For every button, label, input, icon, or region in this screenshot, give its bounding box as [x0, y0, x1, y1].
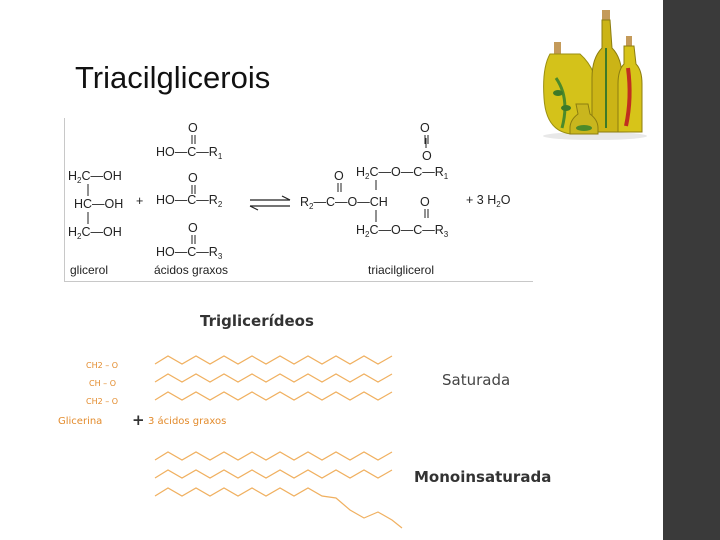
triacylglycerol-structure: O O H2C—O—C—R1 O R2—C—O—CH O H2C—O—C—R3: [300, 121, 449, 239]
caption-acidos-graxos: ácidos graxos: [154, 263, 228, 277]
plus-sign: +: [136, 194, 143, 208]
glicerina-line: Glicerina + 3 ácidos graxos: [58, 411, 226, 429]
svg-text:H2C—OH: H2C—OH: [68, 169, 122, 185]
triglycerides-diagram: Triglicerídeos CH2 – O CH – O CH2 – O Sa…: [58, 312, 551, 529]
svg-text:HO—C—R1: HO—C—R1: [156, 145, 223, 161]
esterification-reaction: H2C—OH HC—OH H2C—OH + O HO—C—R1 O HO—C—R…: [68, 121, 511, 277]
label-saturada: Saturada: [442, 371, 510, 389]
svg-text:O: O: [188, 221, 198, 235]
svg-text:O: O: [334, 169, 344, 183]
svg-text:H2C—O—C—R3: H2C—O—C—R3: [356, 223, 449, 239]
svg-text:R2—C—O—CH: R2—C—O—CH: [300, 195, 388, 211]
svg-text:O: O: [420, 121, 430, 135]
oil-bottles-image: [543, 10, 647, 140]
svg-text:O: O: [188, 171, 198, 185]
svg-text:H2C—OH: H2C—OH: [68, 225, 122, 241]
triglicerideos-title: Triglicerídeos: [200, 312, 314, 330]
svg-text:O: O: [420, 195, 430, 209]
svg-text:HO—C—R3: HO—C—R3: [156, 245, 223, 261]
equilibrium-arrows: [249, 195, 291, 211]
monounsaturated-molecule: [154, 451, 403, 529]
svg-text:O: O: [422, 149, 432, 163]
backbone-ch2-bottom: CH2 – O: [86, 397, 118, 406]
label-monoinsaturada: Monoinsaturada: [414, 468, 551, 486]
reaction-frame: [64, 118, 533, 282]
water-product: + 3 H2O: [466, 193, 511, 209]
sidebar-strip: [663, 0, 720, 540]
caption-triacilglicerol: triacilglicerol: [368, 263, 434, 277]
svg-text:H2C—O—C—R1: H2C—O—C—R1: [356, 165, 449, 181]
backbone-ch: CH – O: [89, 379, 116, 388]
saturated-molecule: CH2 – O CH – O CH2 – O: [86, 355, 393, 406]
glicerina-label: Glicerina: [58, 416, 102, 427]
svg-text:O: O: [188, 121, 198, 135]
svg-text:HO—C—R2: HO—C—R2: [156, 193, 223, 209]
glicerina-plus: +: [132, 411, 145, 429]
backbone-ch2-top: CH2 – O: [86, 361, 118, 370]
fatty-acids-structure: O HO—C—R1 O HO—C—R2 O HO—C—R3: [156, 121, 223, 261]
svg-text:HC—OH: HC—OH: [74, 197, 123, 211]
glycerol-structure: H2C—OH HC—OH H2C—OH: [68, 169, 123, 241]
slide-title: Triacilglicerois: [75, 60, 271, 95]
acidos-graxos-label: 3 ácidos graxos: [148, 415, 226, 427]
caption-glicerol: glicerol: [70, 263, 108, 277]
